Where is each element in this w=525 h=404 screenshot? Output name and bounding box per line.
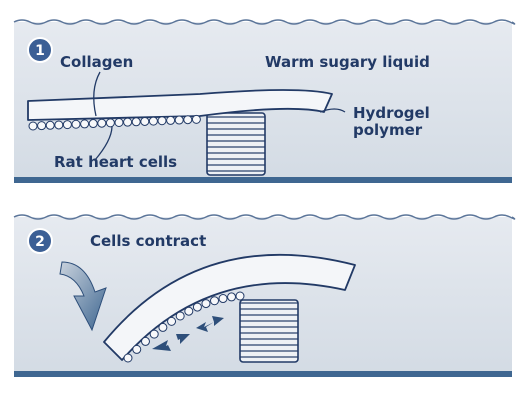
- heart-cell: [131, 117, 141, 127]
- heart-cell: [45, 120, 55, 130]
- panel-2-base-stripe: [14, 371, 512, 377]
- screw-post-1: [206, 112, 266, 176]
- panel-2-water-surface: [13, 214, 516, 220]
- panel-1: 1 Collagen Warm sugary liquid Hydrogel p…: [13, 19, 516, 183]
- label-rat-heart-cells: Rat heart cells: [54, 153, 177, 171]
- heart-cell: [192, 302, 202, 312]
- heart-cell: [148, 116, 158, 126]
- hydrogel-leader: [319, 108, 346, 113]
- heart-cells-row-2: [123, 291, 245, 363]
- step-2-badge: 2: [27, 228, 53, 254]
- heart-cell: [201, 299, 211, 309]
- label-collagen: Collagen: [60, 53, 133, 71]
- heart-cell: [105, 118, 115, 128]
- heart-cell: [174, 115, 184, 125]
- panel-1-base-stripe: [14, 177, 512, 183]
- heart-cell: [140, 116, 150, 126]
- heart-cell: [166, 115, 176, 125]
- collagen-leader: [93, 71, 101, 117]
- screw-post-2: [239, 299, 299, 363]
- heart-cell: [235, 291, 245, 301]
- heart-cell: [132, 344, 142, 354]
- step-2-number: 2: [35, 234, 45, 250]
- panel-1-water-surface: [13, 19, 516, 25]
- hydrogel-strip-1: [27, 89, 333, 121]
- label-hydrogel-line1: Hydrogel: [353, 104, 430, 122]
- heart-cell: [123, 353, 133, 363]
- heart-cell: [191, 114, 201, 124]
- label-hydrogel-line2: polymer: [353, 121, 423, 139]
- cells-leader: [94, 125, 113, 161]
- heart-cell: [149, 329, 159, 339]
- heart-cell: [37, 121, 47, 131]
- heart-cell: [123, 117, 133, 127]
- label-cells-contract: Cells contract: [90, 232, 206, 250]
- hydrogel-strip-2: [103, 253, 356, 361]
- heart-cell: [88, 119, 98, 129]
- step-1-badge: 1: [27, 37, 53, 63]
- contraction-arrows: [152, 316, 224, 351]
- heart-cell: [54, 120, 64, 130]
- heart-cell: [80, 119, 90, 129]
- step-1-number: 1: [35, 43, 45, 59]
- heart-cell: [71, 119, 81, 129]
- label-warm-sugary-liquid: Warm sugary liquid: [265, 53, 430, 71]
- heart-cell: [158, 322, 168, 332]
- heart-cell: [175, 311, 185, 321]
- heart-cell: [157, 116, 167, 126]
- heart-cell: [167, 316, 177, 326]
- heart-cell: [140, 336, 150, 346]
- heart-cells-row-1: [28, 114, 201, 131]
- heart-cell: [97, 118, 107, 128]
- heart-cell: [114, 118, 124, 127]
- heart-cell: [227, 292, 237, 302]
- heart-cell: [28, 121, 38, 131]
- panel-2: 2 Cells contract: [13, 214, 516, 377]
- heart-cell: [183, 115, 193, 125]
- heart-cell: [62, 120, 72, 130]
- curl-direction-arrow: [59, 261, 107, 332]
- heart-cell: [218, 294, 228, 304]
- heart-cell: [210, 296, 220, 306]
- heart-cell: [184, 306, 194, 316]
